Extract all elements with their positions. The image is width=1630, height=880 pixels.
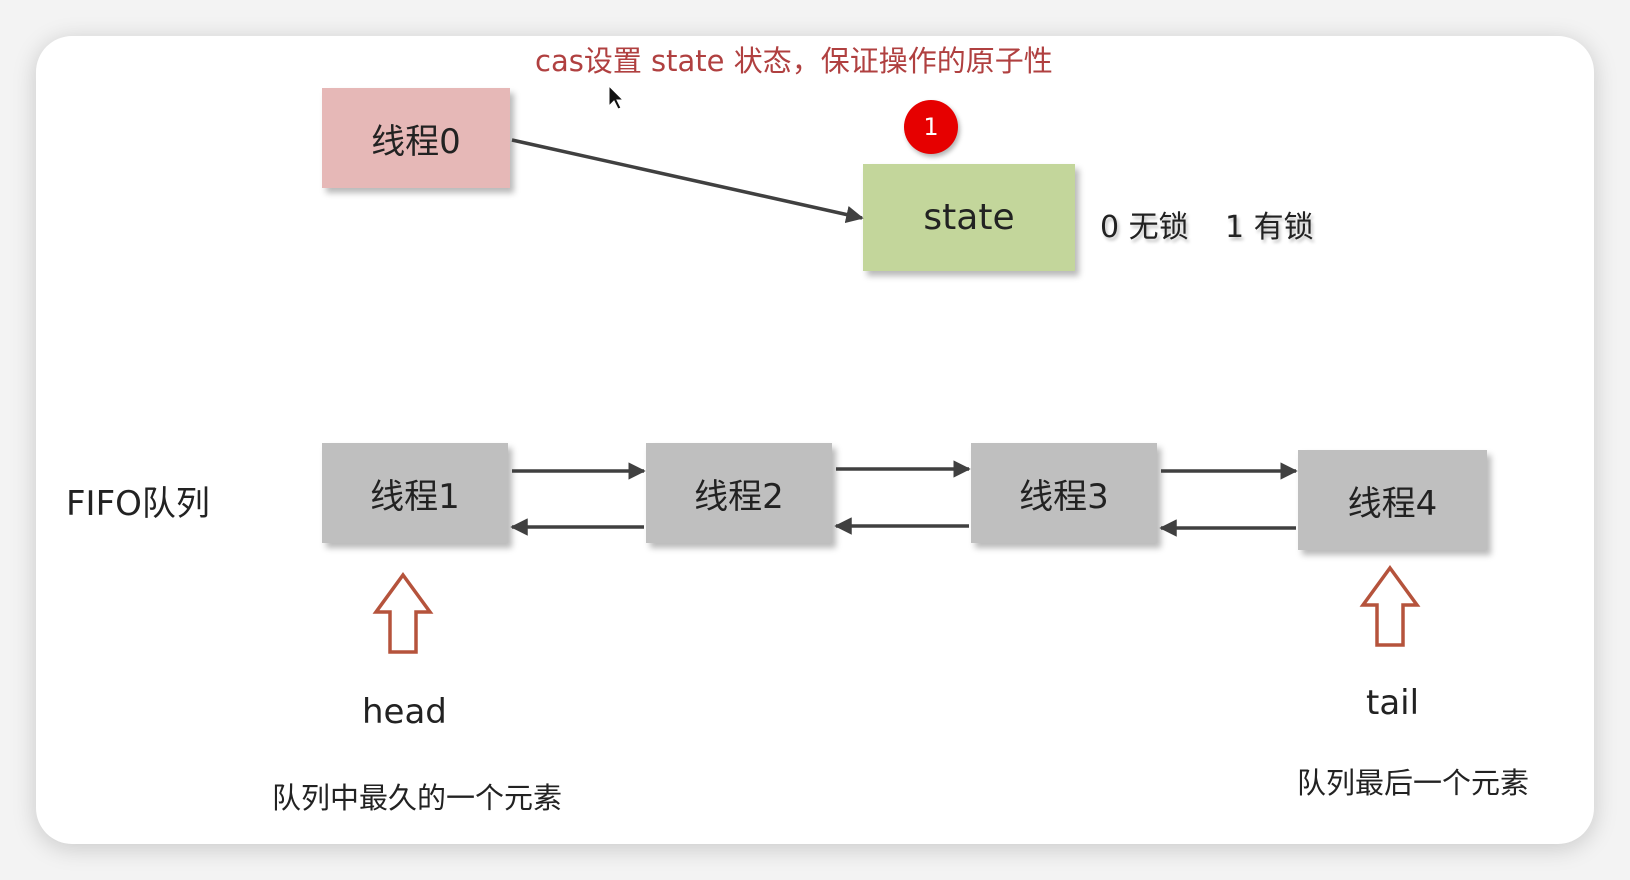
slide-canvas [36,36,1594,844]
queue-node-1: 线程1 [322,443,508,543]
cas-note: cas设置 state 状态，保证操作的原子性 [535,44,1053,78]
queue-node-2: 线程2 [646,443,832,543]
state-locked-text: 1 有锁 [1225,210,1314,245]
thread-0-label: 线程0 [371,121,461,162]
queue-node-2-label: 线程2 [694,476,784,517]
tail-description: 队列最后一个元素 [1297,766,1530,800]
queue-node-3-label: 线程3 [1019,476,1109,517]
queue-node-4-label: 线程4 [1347,483,1438,524]
thread-0-box: 线程0 [322,88,510,188]
step-badge: 1 [904,100,958,154]
state-label: state [923,197,1015,238]
queue-node-1-label: 线程1 [370,476,460,517]
head-description: 队列中最久的一个元素 [272,781,563,815]
queue-node-4: 线程4 [1298,450,1487,550]
state-box: state [863,164,1075,271]
state-unlocked-text: 0 无锁 [1100,210,1189,245]
head-label: head [362,692,447,732]
fifo-queue-label: FIFO队列 [66,484,210,524]
step-badge-number: 1 [923,113,939,141]
tail-label: tail [1366,683,1420,723]
queue-node-3: 线程3 [971,443,1157,543]
